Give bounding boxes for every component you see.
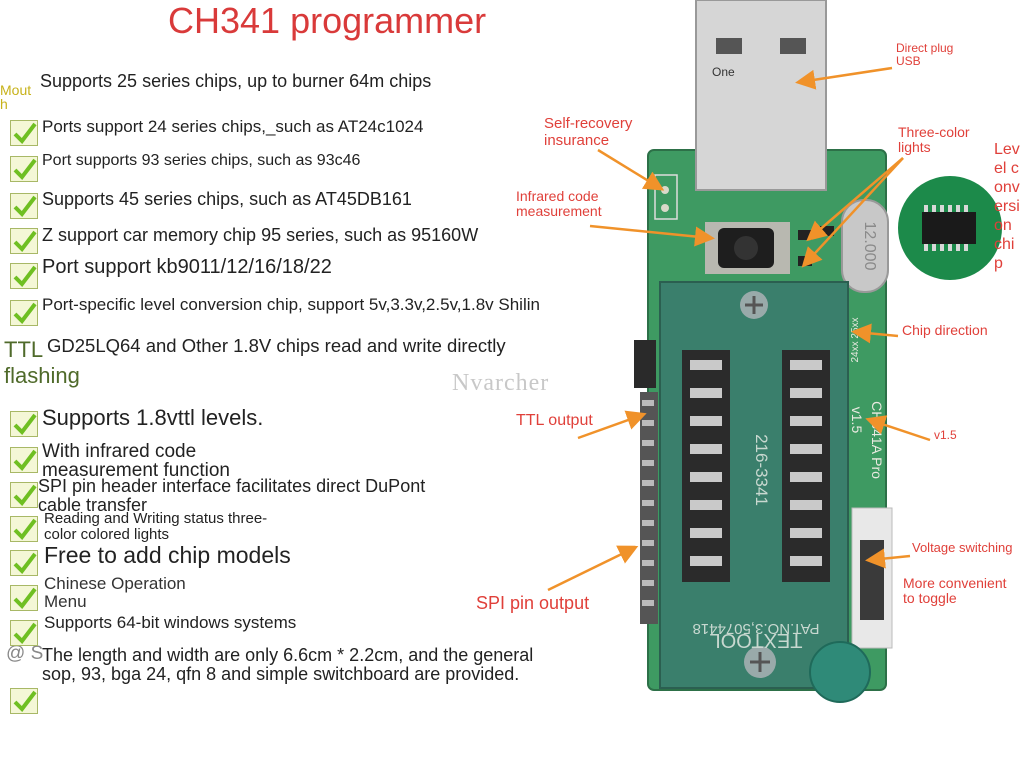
ttl-flashing-note: TTL flashing [4,337,80,388]
check-icon [10,620,38,646]
check-icon [10,447,38,473]
pin-label: 24xx 25xx [850,317,861,362]
callout-ttl-output: TTL output [516,412,593,429]
arrow-chip-direction [851,323,899,344]
feature-item: GD25LQ64 and Other 1.8V chips read and w… [47,335,506,356]
feature-item: SPI pin header interface facilitates dir… [38,476,426,515]
check-icon [10,156,38,182]
feature-item: Supports 25 series chips, up to burner 6… [40,71,432,91]
socket-patent: PAT.NO.3,5074418 [692,620,819,637]
callout-three-color: Three-color lights [898,124,970,156]
feature-item: Free to add chip models [44,542,291,568]
callout-version: v1.5 [934,428,957,442]
check-icon [10,516,38,542]
callout-convenient: More convenient to toggle [903,575,1007,607]
watermark: Nvarcher [452,370,550,396]
socket-lever-knob [809,641,871,703]
feature-item: Ports support 24 series chips,_such as A… [42,117,424,136]
check-icon [10,228,38,254]
socket-brand: TEXTOOL [710,629,803,651]
usb-plug: One [695,0,827,191]
arrow-light-1 [806,157,904,242]
at-note: @ S [6,643,44,664]
arrow-light-2 [801,157,904,268]
usb-one-label: One [712,65,735,79]
feature-item: Port supports 93 series chips, such as 9… [42,152,361,169]
arrow-infrared [589,224,715,247]
check-icon [10,193,38,219]
check-icon [10,688,38,714]
feature-item: Port support kb9011/12/16/18/22 [42,256,332,278]
arrow-usb [795,66,893,90]
check-icon [10,411,38,437]
feature-item: Supports 64-bit windows systems [44,613,297,632]
feature-item: Supports 1.8vttl levels. [42,405,264,430]
arrow-fuse [597,148,665,191]
board-name: CH341A Pro [869,401,885,479]
callout-level-chip: Level conversion chip [994,141,1020,272]
feature-item: Supports 45 series chips, such as AT45DB… [42,189,412,209]
page-title: CH341 programmer [168,0,487,41]
check-icon [10,550,38,576]
arrow-version [865,415,931,442]
feature-item: Z support car memory chip 95 series, suc… [42,225,479,245]
feature-item: With infrared code measurement function [42,441,230,481]
check-icon [10,263,38,289]
socket-code: 216-3341 [752,434,771,506]
callout-chip-direction: Chip direction [902,322,988,338]
callout-voltage: Voltage switching [912,540,1013,555]
board-version: v1.5 [849,407,865,434]
crystal-label: 12.000 [861,222,878,271]
check-icon [10,300,38,326]
callout-spi-output: SPI pin output [476,593,590,613]
arrow-spi [547,545,639,592]
callout-infrared: Infrared code measurement [516,188,602,220]
feature-item: Reading and Writing status three- color … [44,510,268,543]
callout-usb: Direct plug USB [896,41,954,69]
arrow-ttl [577,410,647,440]
arrow-voltage [865,548,911,569]
mouth-note: Mout h [0,82,32,112]
check-icon [10,120,38,146]
level-chip-inset [898,176,1002,280]
check-icon [10,585,38,611]
feature-item: Port-specific level conversion chip, sup… [42,295,540,314]
feature-item: The length and width are only 6.6cm * 2.… [42,645,534,684]
zif-socket: 216-3341 PAT.NO.3,5074418 TEXTOOL [659,281,849,689]
callout-self-recovery: Self-recovery insurance [544,115,633,149]
check-icon [10,482,38,508]
feature-item: Chinese Operation Menu [44,574,186,611]
